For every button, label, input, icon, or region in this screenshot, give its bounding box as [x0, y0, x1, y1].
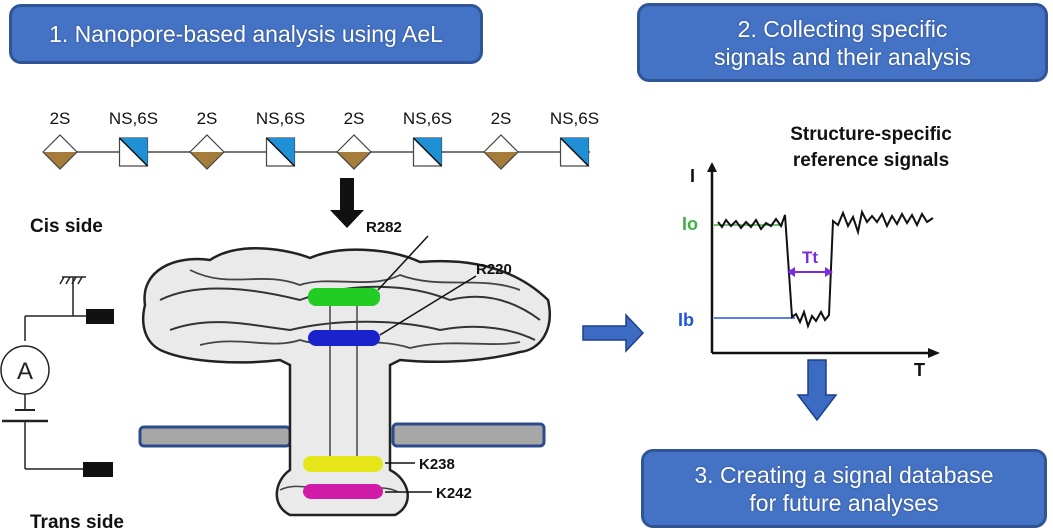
tt-label: Tt [802, 248, 818, 267]
ground-icon [59, 276, 86, 296]
cis-side-label: Cis side [30, 216, 103, 237]
trans-electrode [83, 462, 113, 477]
k242-label: K242 [436, 485, 472, 502]
k242-residues [303, 484, 383, 499]
ammeter-label: A [17, 358, 33, 385]
glycan-2s-unit: 2S [336, 109, 372, 170]
r282-label: R282 [366, 219, 402, 236]
glycan-2s-unit: 2S [483, 109, 519, 170]
dwell-right-arrow-icon [825, 267, 833, 277]
r282-residues [308, 288, 380, 306]
down-arrow-icon [330, 178, 364, 228]
signal-plot [707, 162, 940, 358]
down-block-arrow-icon [796, 359, 838, 422]
r220-residues [308, 330, 380, 346]
x-axis-arrow-icon [928, 348, 940, 358]
membrane-left [138, 425, 292, 448]
glycan-2s-unit: 2S [189, 109, 225, 170]
glycan-unit-label: 2S [197, 109, 218, 128]
right-arrow-icon [582, 313, 645, 353]
dwell-left-arrow-icon [787, 267, 795, 277]
y-axis-arrow-icon [707, 162, 717, 172]
glycan-ns6s-unit: NS,6S [403, 109, 452, 167]
x-axis-label: T [914, 360, 925, 380]
signal-title-line2: reference signals [793, 150, 949, 171]
glycan-unit-label: 2S [344, 109, 365, 128]
circuit [0, 276, 86, 470]
glycan-chain: 2S NS,6S 2S NS,6S 2S NS,6S 2S NS,6S [42, 109, 599, 170]
step-1-label: 1. Nanopore-based analysis using AeL [49, 21, 443, 47]
signal-title-line1: Structure-specific [790, 124, 952, 145]
glycan-ns6s-unit: NS,6S [256, 109, 305, 167]
r220-label: R220 [476, 261, 512, 278]
glycan-unit-label: NS,6S [109, 109, 158, 128]
ib-label: Ib [678, 310, 694, 330]
trans-side-label: Trans side [30, 512, 124, 531]
step-2-box: 2. Collecting specific signals and their… [637, 3, 1048, 82]
current-trace [717, 208, 934, 330]
glycan-unit-label: 2S [50, 109, 71, 128]
aerolysin-pore [141, 247, 551, 517]
glycan-ns6s-unit: NS,6S [550, 109, 599, 167]
io-label: Io [682, 214, 698, 234]
step-3-label-line1: 3. Creating a signal database [694, 461, 994, 488]
k238-residues [303, 456, 383, 472]
glycan-unit-label: NS,6S [403, 109, 452, 128]
cis-electrode [86, 309, 114, 324]
step-1-box: 1. Nanopore-based analysis using AeL [9, 4, 483, 64]
k238-label: K238 [419, 456, 455, 473]
step-2-label-line2: signals and their analysis [714, 43, 971, 70]
r282-leader [377, 235, 429, 291]
glycan-unit-label: NS,6S [550, 109, 599, 128]
step-3-box: 3. Creating a signal database for future… [641, 449, 1047, 528]
battery-icon [2, 409, 48, 423]
step-2-label-line1: 2. Collecting specific [737, 15, 948, 42]
glycan-unit-label: NS,6S [256, 109, 305, 128]
r220-leader [379, 275, 477, 336]
glycan-ns6s-unit: NS,6S [109, 109, 158, 167]
glycan-unit-label: 2S [491, 109, 512, 128]
y-axis-label: I [690, 166, 695, 186]
glycan-2s-unit: 2S [42, 109, 78, 170]
membrane-right [391, 422, 546, 448]
step-3-label-line2: for future analyses [749, 489, 939, 516]
